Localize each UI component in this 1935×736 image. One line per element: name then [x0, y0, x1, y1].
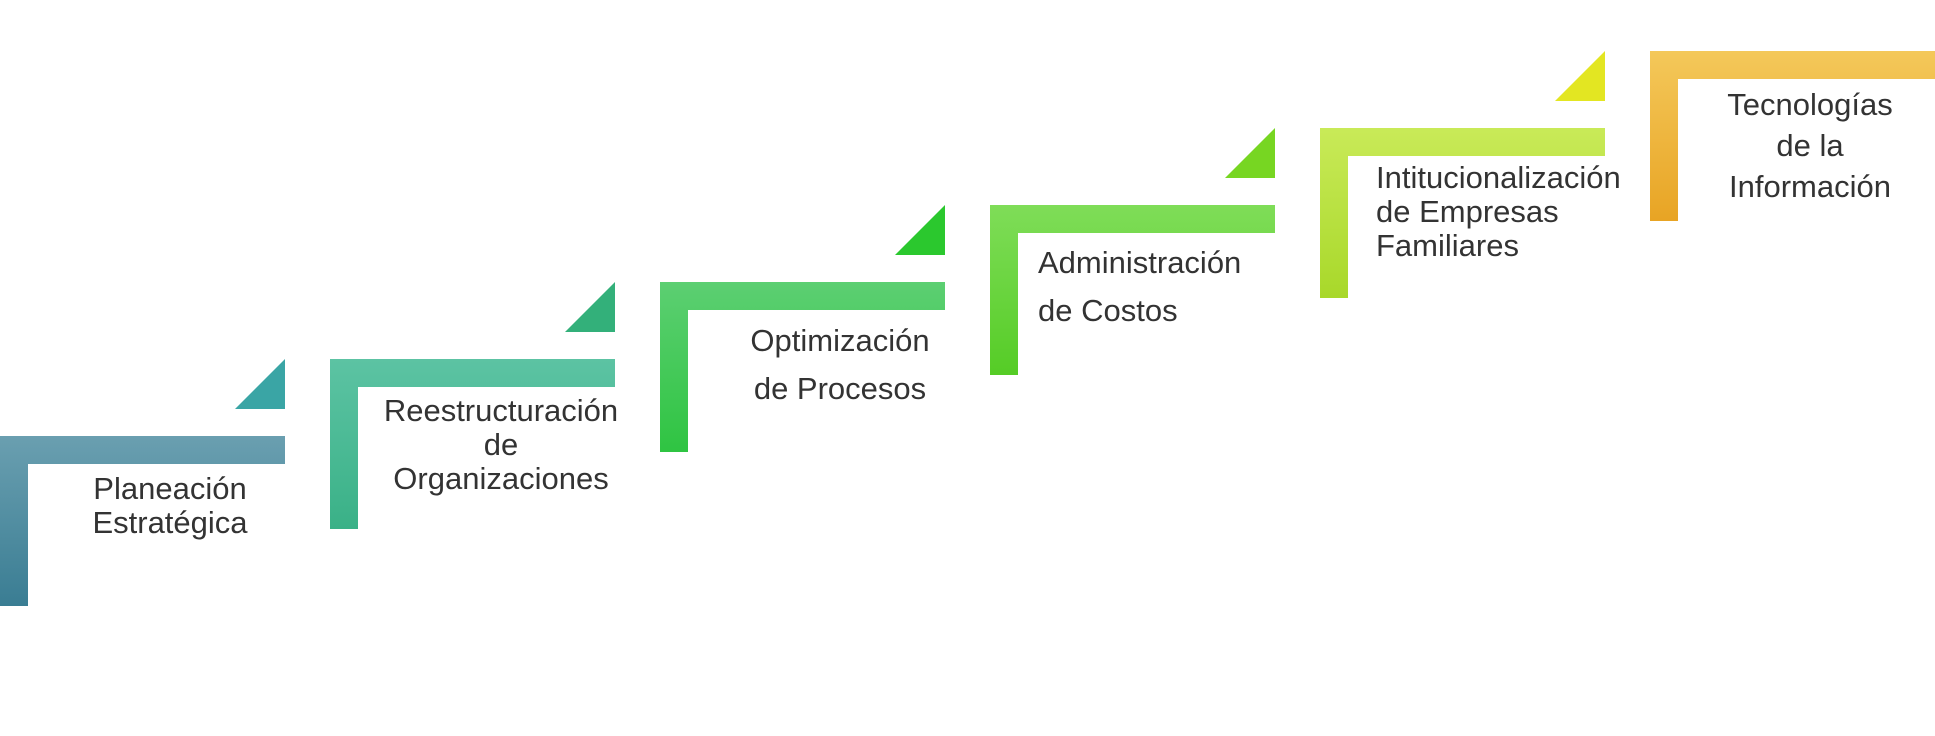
- step-label-4: Administración de Costos: [1038, 245, 1242, 328]
- step-bracket-1: [0, 436, 285, 606]
- step-label-3: Optimización de Procesos: [750, 323, 930, 406]
- step-arrow-1: [235, 359, 285, 409]
- step-arrow-3: [895, 205, 945, 255]
- step-arrow-2: [565, 282, 615, 332]
- step-label-5: Intitucionalización de Empresas Familiar…: [1376, 160, 1621, 263]
- step-arrow-5: [1555, 51, 1605, 101]
- step-arrow-4: [1225, 128, 1275, 178]
- step-bracket-5: [1320, 128, 1605, 298]
- step-bracket-3: [660, 282, 945, 452]
- step-bracket-6: [1650, 51, 1935, 221]
- step-bracket-2: [330, 359, 615, 529]
- step-label-2: Reestructuración de Organizaciones: [383, 393, 619, 496]
- step-bracket-4: [990, 205, 1275, 375]
- step-label-1: Planeación Estratégica: [92, 471, 248, 540]
- step-label-6: Tecnologías de la Información: [1727, 87, 1893, 204]
